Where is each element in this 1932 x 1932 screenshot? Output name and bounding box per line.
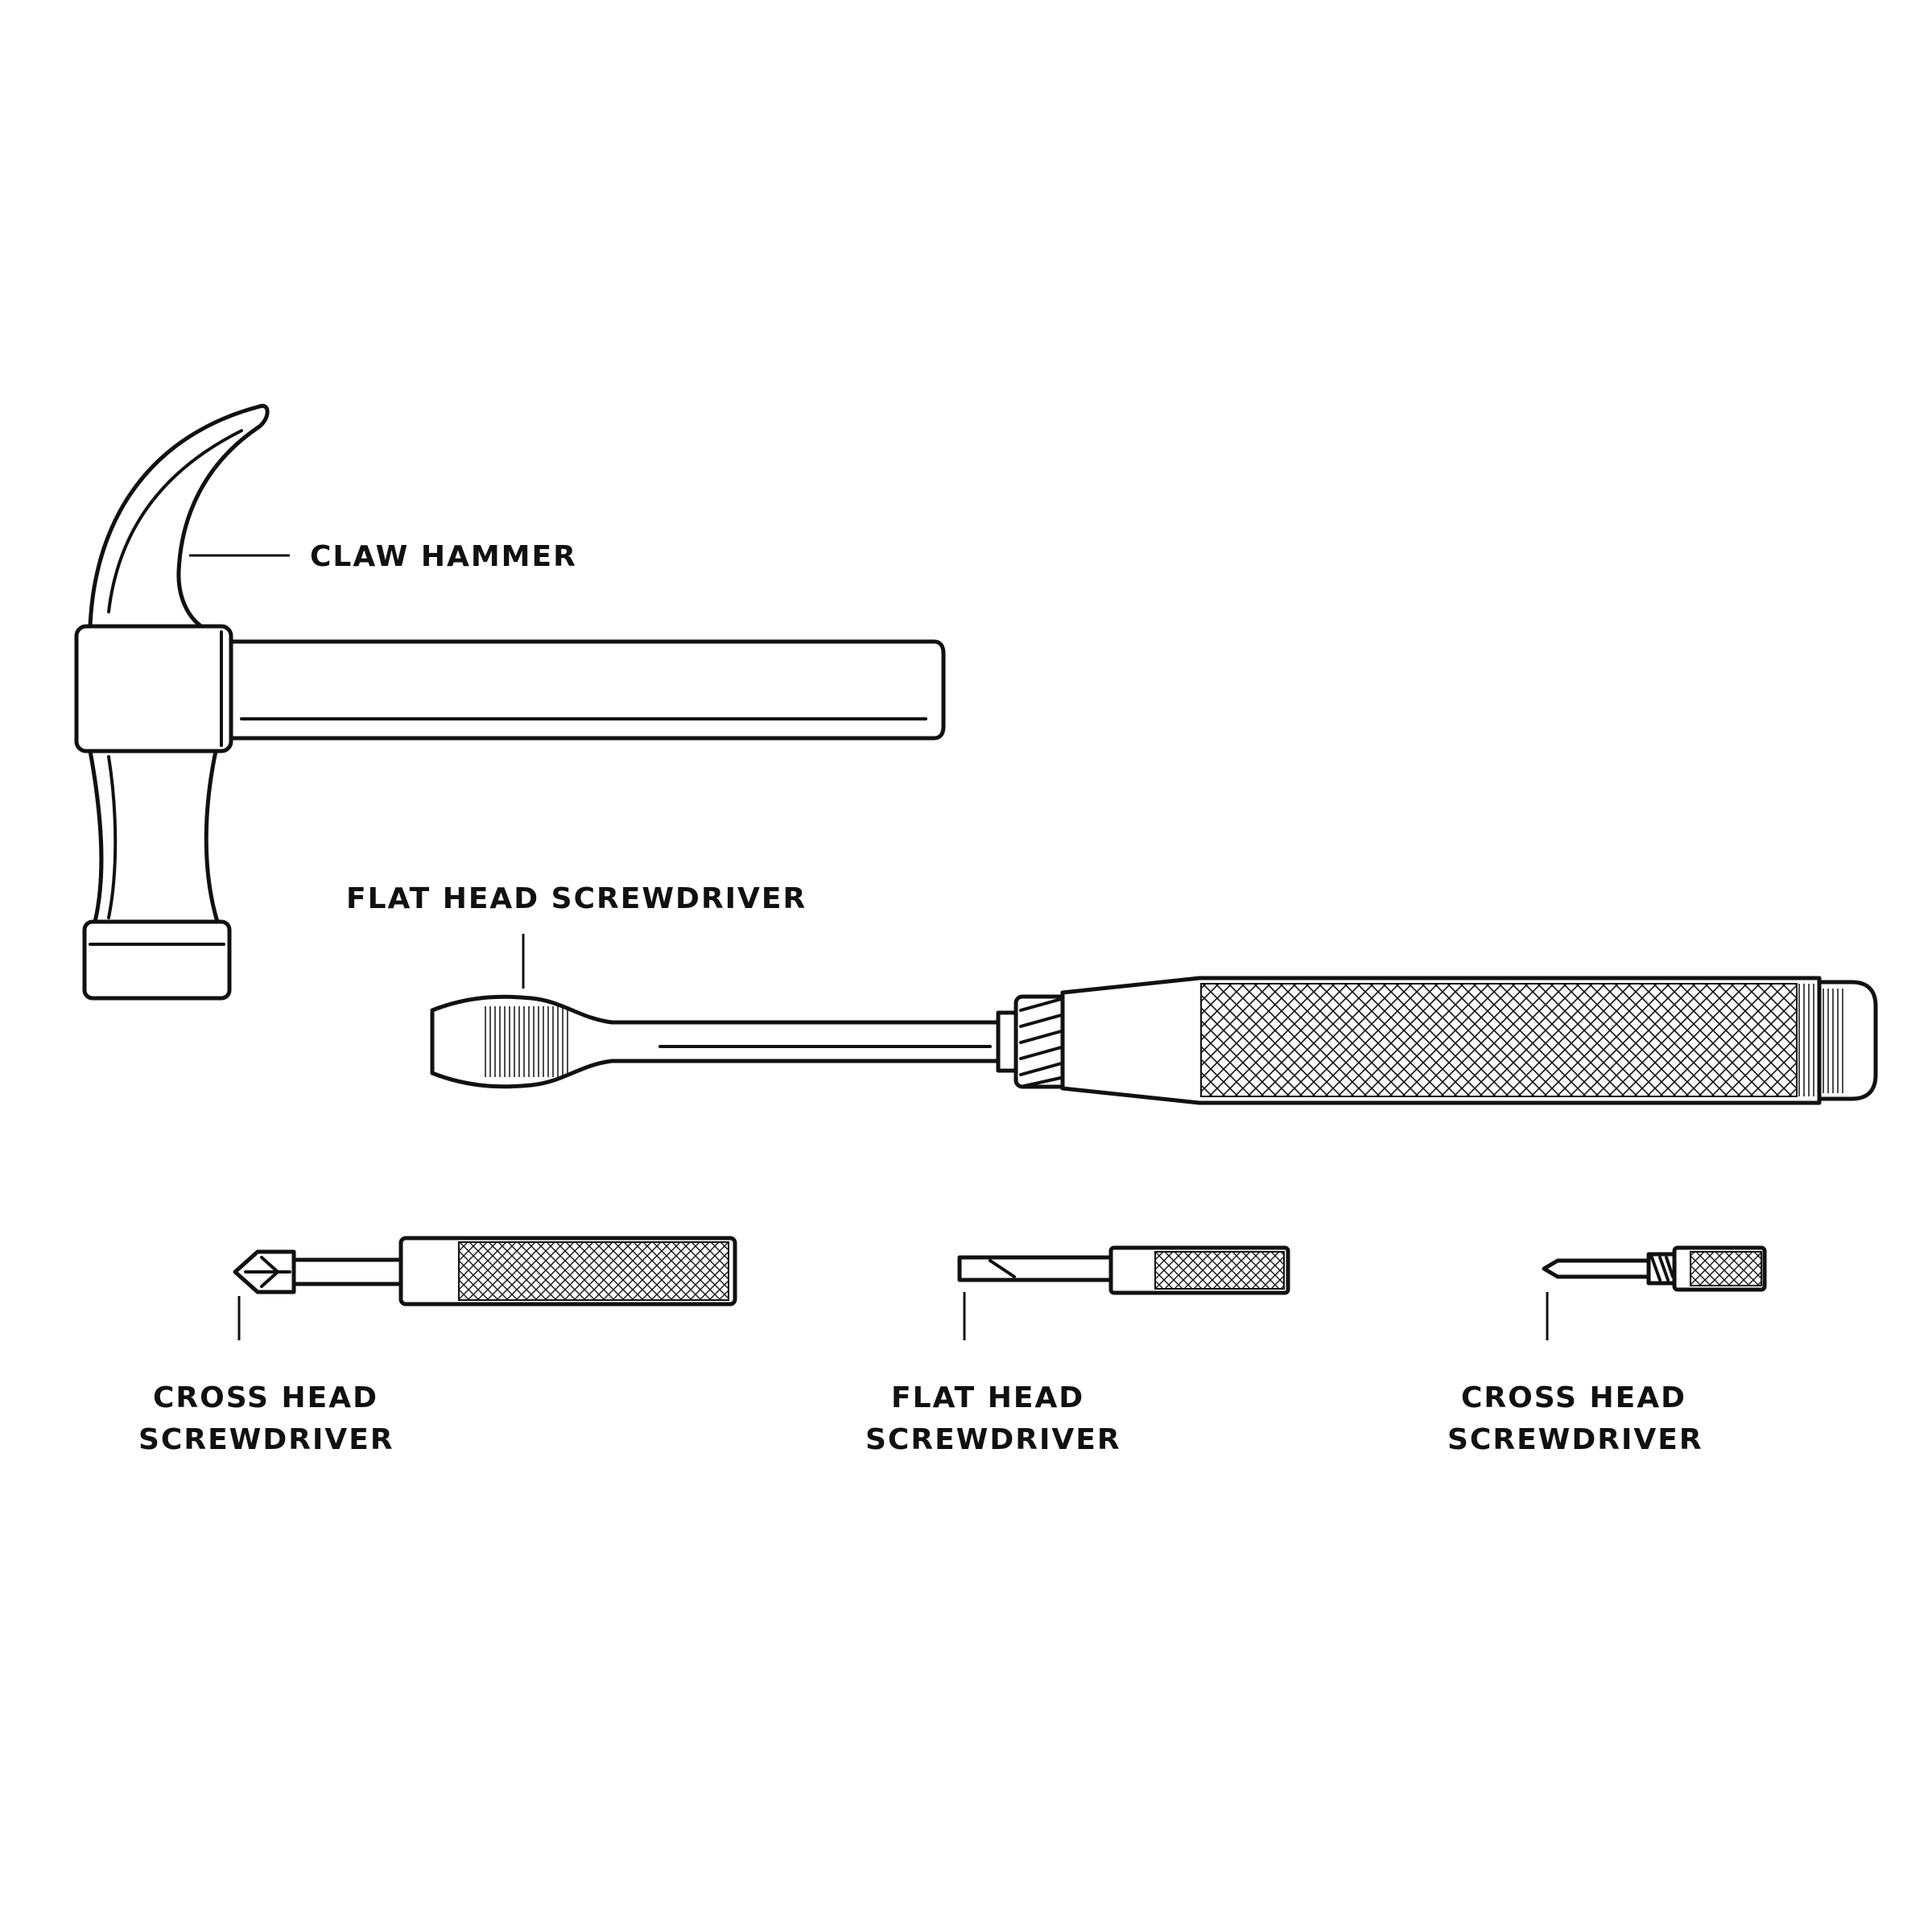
- flat-head-small-label-1: FLAT HEAD: [891, 1381, 1084, 1414]
- cross-head-screwdriver-small-illustration: [1542, 1245, 1767, 1292]
- cross-head-small-label-1: CROSS HEAD: [1461, 1381, 1686, 1414]
- flat-head-large-label: FLAT HEAD SCREWDRIVER: [346, 882, 807, 915]
- flat-head-screwdriver-small-illustration: [957, 1245, 1290, 1295]
- cross-head-small-label-2: SCREWDRIVER: [1447, 1423, 1703, 1456]
- cross-head-medium-label-2: SCREWDRIVER: [138, 1423, 394, 1456]
- claw-hammer-label: CLAW HAMMER: [310, 540, 577, 573]
- flat-head-small-label-2: SCREWDRIVER: [865, 1423, 1121, 1456]
- cross-head-screwdriver-medium-illustration: [233, 1236, 737, 1307]
- cross-head-medium-label-1: CROSS HEAD: [153, 1381, 378, 1414]
- flat-head-screwdriver-large-illustration: [430, 976, 1878, 1105]
- claw-hammer-illustration: [74, 403, 946, 1001]
